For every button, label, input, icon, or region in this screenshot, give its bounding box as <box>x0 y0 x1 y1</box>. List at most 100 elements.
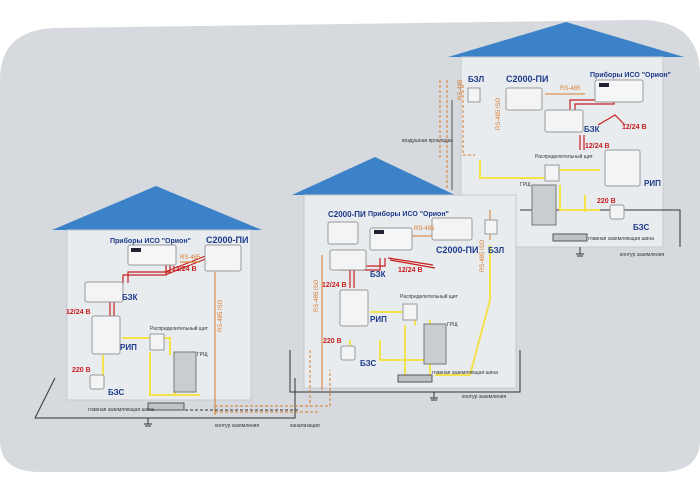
house3-roof <box>448 22 684 57</box>
house1-rip-box <box>91 315 121 355</box>
house2-v1224-b: 12/24 В <box>322 282 347 289</box>
house2-main-bus-label: главная заземляющая шина <box>432 370 498 376</box>
house1-devices <box>84 244 242 427</box>
house2-ground-outline <box>289 350 521 393</box>
house1-pribory-label: Приборы ИСО "Орион" <box>110 237 191 245</box>
house3-main-bus-label: главная заземляющая шина <box>588 236 654 242</box>
house3-ground-symbol <box>576 247 584 257</box>
house3-v1224-b: 12/24 В <box>585 143 610 150</box>
house2-rip-box <box>339 289 369 327</box>
house1-bzs-label: БЗС <box>108 388 124 397</box>
house1-c2000pi-label: С2000-ПИ <box>206 235 248 245</box>
house2-c2000pi-b-label: С2000-ПИ <box>436 245 478 255</box>
house2-bzl-label: БЗЛ <box>488 246 504 255</box>
house2-grsh-box <box>423 323 447 365</box>
house1-v1224-b: 12/24 В <box>66 309 91 316</box>
house3-v220-label: 220 В <box>597 198 616 205</box>
house2-bzs-label: БЗС <box>360 359 376 368</box>
house3-yellow-wire <box>479 160 600 212</box>
house3-bzs-label: БЗС <box>633 223 649 232</box>
house1-bzk-label: БЗК <box>122 293 138 302</box>
house2-c2000pi-b-box <box>431 217 473 241</box>
house2-dist-label: Распределительный щит <box>400 293 459 300</box>
house1-sewer-label: канализация <box>290 423 320 429</box>
house3-rs485-vert-label: RS-485 <box>458 79 464 100</box>
house3-bzl-label: БЗЛ <box>468 75 484 84</box>
house2-rs485iso-b-label: RS-485 ISO <box>314 279 320 312</box>
house1-ground-symbol <box>144 418 152 427</box>
house2-c2000pi-a-box <box>327 221 359 245</box>
house1-v1224-a: 12/24 В <box>172 266 197 273</box>
house2-orion-display <box>374 230 384 234</box>
house2-rs485iso-a-label: RS-485 ISO <box>480 239 486 272</box>
house1-rip-label: РИП <box>120 343 137 352</box>
house2-bzk-label: БЗК <box>370 270 386 279</box>
house1-grsh-box <box>173 351 197 393</box>
house2-bus <box>397 374 433 383</box>
house2-pribory-label: Приборы ИСО "Орион" <box>368 210 449 218</box>
house1-c2000pi-box <box>204 244 242 272</box>
house1-ground-contour-label: контур заземления <box>215 423 259 429</box>
house2-ground-contour-label: контур заземления <box>462 394 506 400</box>
house1-bzs-box <box>89 374 105 390</box>
house3-wires <box>439 80 626 212</box>
house1-rs485iso-label: RS-485 ISO <box>218 299 224 332</box>
house2-dist-box <box>402 303 418 321</box>
house3-ground-contour-label: контур заземления <box>620 252 664 258</box>
house3-bus <box>552 233 588 242</box>
house1-orion-display <box>131 248 141 252</box>
house1-dist-label: Распределительный щит <box>150 325 209 332</box>
house2-v220-label: 220 В <box>323 338 342 345</box>
house3-orion-display <box>599 83 609 87</box>
house2-labels: С2000-ПИ Приборы ИСО "Орион" RS-485 С200… <box>314 210 506 400</box>
house3-dist-box <box>544 164 560 182</box>
house3-bzl-box <box>467 87 481 103</box>
house1-bus <box>147 402 185 411</box>
house3-bzk-label: БЗК <box>584 125 600 134</box>
dashed-link-bottom <box>215 350 331 413</box>
house1-roof <box>52 186 262 230</box>
house2-bzs-box <box>340 345 356 361</box>
house3-grsh-label: ГРЩ <box>520 182 531 188</box>
house2-v1224-a: 12/24 В <box>398 267 423 274</box>
house2-rs485-label: RS-485 <box>414 226 435 232</box>
house2-rip-label: РИП <box>370 315 387 324</box>
house1-yellow-wire <box>102 337 200 396</box>
house2-bzk-box <box>329 249 367 271</box>
house3-dist-label: Распределительный щит <box>535 153 594 160</box>
house3-bzs-box <box>609 204 625 220</box>
house3-v1224-a: 12/24 В <box>622 124 647 131</box>
house1-red-wire <box>109 254 209 316</box>
house3-rs485-label: RS-485 <box>560 86 581 92</box>
house3-rs485iso-label: RS-485 ISO <box>496 97 502 130</box>
house3-bzk-box <box>544 109 584 133</box>
house1-dist-box <box>149 333 165 351</box>
house2-devices <box>327 217 498 401</box>
house3-air-line-label: воздушная прокладка <box>402 138 453 144</box>
house3-red-wire <box>569 92 626 171</box>
house2-roof <box>292 157 455 195</box>
house3-rip-box <box>604 149 641 187</box>
house2-bzl-box <box>484 219 498 235</box>
house3-labels: БЗЛ С2000-ПИ Приборы ИСО "Орион" RS-485 … <box>402 71 671 258</box>
house3-orange-wire <box>439 80 475 190</box>
house1-grsh-label: ГРЩ <box>197 352 208 358</box>
house1-main-bus-label: главная заземляющая шина <box>88 407 154 413</box>
house2-c2000pi-a-label: С2000-ПИ <box>328 210 366 219</box>
house1-ground-outline <box>34 377 296 419</box>
house3-devices <box>467 79 644 257</box>
house3-pribory-label: Приборы ИСО "Орион" <box>590 71 671 79</box>
house2-grsh-label: ГРЩ <box>447 322 458 328</box>
house2-ground-symbol <box>430 392 438 401</box>
house3-c2000pi-label: С2000-ПИ <box>506 74 548 84</box>
house1-wires <box>102 254 331 415</box>
house3-rip-label: РИП <box>644 179 661 188</box>
house1-labels: Приборы ИСО "Орион" С2000-ПИ RS-485 12/2… <box>66 235 320 429</box>
house1-rs485-label: RS-485 <box>180 255 201 261</box>
house1-v220-label: 220 В <box>72 367 91 374</box>
house3-c2000pi-box <box>505 87 543 111</box>
house3-grsh-box <box>531 184 557 226</box>
house1-bzk-box <box>84 281 124 303</box>
